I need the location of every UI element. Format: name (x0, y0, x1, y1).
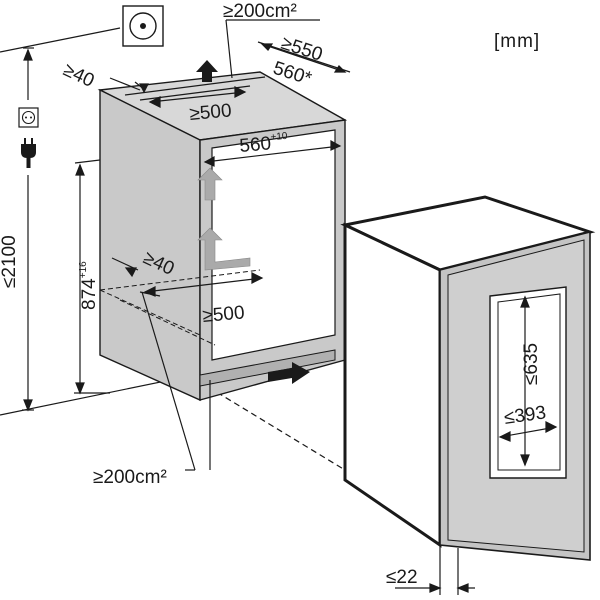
niche-width-label: 560+10 (239, 131, 290, 157)
airflow-arrow-icon (196, 60, 310, 384)
door-offset-label: ≤22 (386, 567, 418, 588)
niche-height-label: 874+16 (78, 261, 100, 310)
top-vent-area-label: ≥200cm² (223, 1, 297, 22)
top-vent-width-label: ≥500 (189, 100, 233, 125)
power-socket-icon (18, 107, 39, 128)
max-height-label: ≤2100 (0, 235, 20, 288)
cabinet-front (99, 88, 201, 402)
door-window-inner (497, 293, 561, 471)
inner-up-arrow-upper (197, 167, 223, 201)
wall-socket-icon (122, 5, 164, 47)
niche-width-value: 560 (239, 133, 272, 157)
bottom-intake-arrow (268, 362, 310, 384)
cabinet-opening (211, 129, 336, 361)
appliance-side (343, 222, 442, 548)
leader-lines (139, 19, 320, 471)
unit-label: [mm] (494, 31, 540, 52)
top-gap-label: ≥40 (60, 59, 97, 91)
top-vent-lines (109, 76, 266, 108)
niche-height-tolerance: +16 (78, 261, 89, 278)
dimension-arrows (23, 43, 347, 412)
bottom-vent-slot (199, 349, 336, 387)
power-plug-icon (21, 138, 36, 168)
niche-cabinet (97, 71, 348, 402)
door-dimension-arrows (395, 295, 558, 593)
door-height-label: ≤635 (521, 343, 542, 385)
niche-height-value: 874 (79, 278, 100, 310)
bottom-vent-area-label: ≥200cm² (93, 467, 167, 488)
appliance (340, 195, 596, 595)
bottom-vent-width-label: ≥500 (202, 302, 246, 327)
top-exhaust-arrow (196, 60, 218, 82)
inner-up-arrow-lower (197, 227, 251, 271)
niche-width-tolerance: +10 (270, 131, 288, 143)
